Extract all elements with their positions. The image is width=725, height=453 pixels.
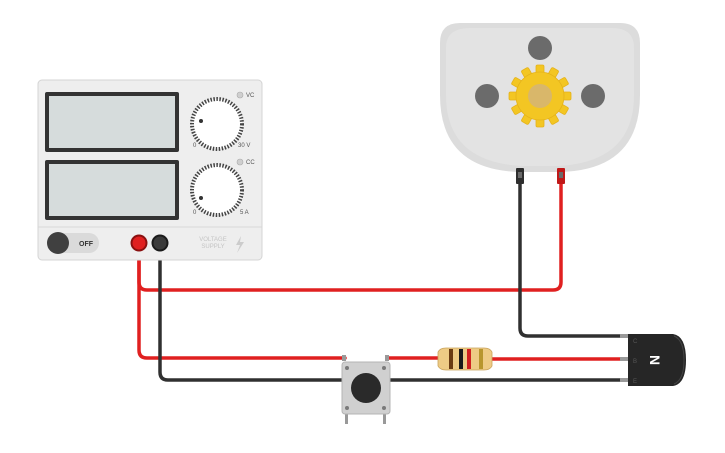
motor-terminal-positive[interactable]	[557, 168, 565, 184]
gear-icon	[508, 64, 572, 128]
negative-terminal[interactable]	[151, 234, 169, 252]
vc-indicator-led	[236, 91, 244, 99]
current-max-label: 5 A	[240, 210, 249, 216]
switch-off-label: OFF	[79, 241, 94, 248]
resistor[interactable]	[437, 347, 493, 371]
cc-label: CC	[246, 160, 255, 166]
push-button[interactable]	[341, 355, 391, 424]
lightning-icon	[236, 236, 244, 253]
brand-line-1: VOLTAGE	[199, 237, 226, 243]
brand-line-2: SUPPLY	[201, 244, 224, 250]
wire-black-supply-to-emitter[interactable]	[158, 244, 347, 382]
motor-hole-top	[528, 36, 552, 60]
pin-label-base: B	[633, 359, 637, 365]
motor-hole-right	[581, 84, 605, 108]
transistor-type-label: N	[647, 355, 663, 365]
push-button-cap[interactable]	[351, 373, 381, 403]
wire-black-motor-to-collector[interactable]	[518, 178, 628, 338]
vc-label: VC	[246, 93, 255, 99]
positive-terminal[interactable]	[130, 234, 148, 252]
npn-transistor[interactable]: C B E N	[620, 334, 686, 386]
wires	[137, 178, 628, 382]
dc-motor[interactable]	[440, 23, 640, 184]
motor-hole-left	[475, 84, 499, 108]
voltage-knob[interactable]	[190, 97, 244, 151]
cc-indicator-led	[236, 158, 244, 166]
current-knob[interactable]	[190, 163, 244, 217]
power-supply[interactable]: VC 0 30 V CC 0 5 A OFF	[37, 79, 263, 261]
voltage-max-label: 30 V	[238, 143, 250, 149]
wire-red-supply-to-button[interactable]	[137, 244, 347, 360]
pin-label-collector: C	[633, 339, 638, 345]
motor-terminal-negative[interactable]	[516, 168, 524, 184]
current-min-label: 0	[193, 210, 197, 216]
voltage-min-label: 0	[193, 143, 197, 149]
power-switch[interactable]: OFF	[47, 232, 99, 254]
pin-label-emitter: E	[633, 379, 637, 385]
